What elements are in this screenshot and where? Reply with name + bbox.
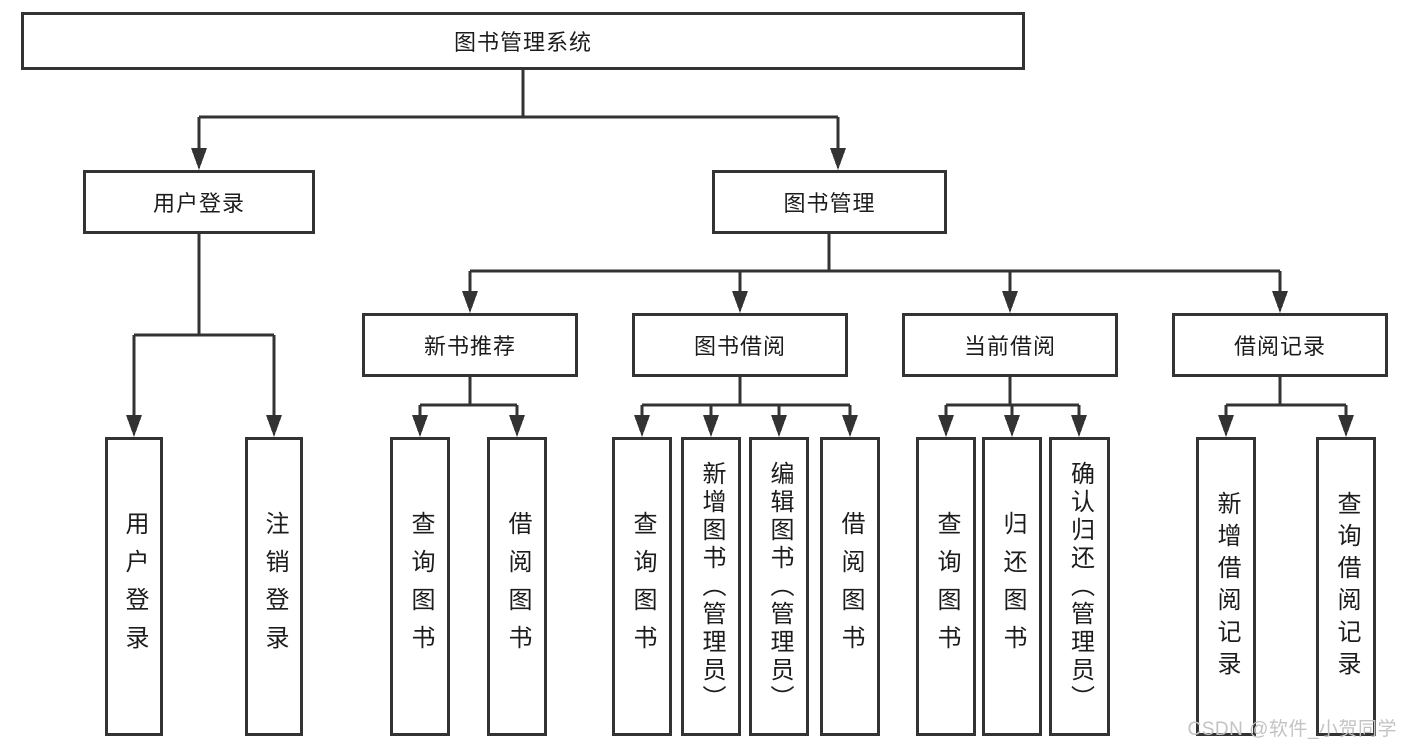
node-label: 图书管理系统	[453, 30, 592, 55]
leaf-edit-book-admin: 编辑图书（管理员）	[749, 437, 809, 736]
leaf-user-login: 用户登录	[105, 437, 163, 736]
leaf-add-book-admin: 新增图书（管理员）	[681, 437, 741, 736]
leaf-query-books-borrowing: 查询图书	[612, 437, 672, 736]
leaf-query-borrow-record: 查询借阅记录	[1316, 437, 1376, 736]
node-label: 借阅记录	[1233, 334, 1326, 359]
leaf-query-books-current: 查询图书	[916, 437, 976, 736]
node-current-borrowing: 当前借阅	[902, 313, 1118, 377]
node-label: 当前借阅	[963, 334, 1056, 359]
node-label: 查询图书	[407, 510, 434, 663]
leaf-confirm-return-admin: 确认归还（管理员）	[1049, 437, 1110, 736]
leaf-borrow-books-borrowing: 借阅图书	[820, 437, 880, 736]
node-label: 确认归还（管理员）	[1066, 460, 1094, 713]
node-label: 借阅图书	[504, 510, 531, 663]
node-label: 新书推荐	[423, 334, 516, 359]
node-borrowing-records: 借阅记录	[1172, 313, 1388, 377]
node-label: 新增图书（管理员）	[698, 460, 725, 713]
leaf-borrow-books-recommend: 借阅图书	[487, 437, 547, 736]
leaf-logout-login: 注销登录	[245, 437, 303, 736]
leaf-query-books-recommend: 查询图书	[390, 437, 450, 736]
node-label: 用户登录	[152, 191, 245, 216]
node-label: 查询借阅记录	[1333, 490, 1360, 683]
leaf-return-books: 归还图书	[982, 437, 1042, 736]
node-label: 新增借阅记录	[1213, 490, 1240, 683]
node-label: 查询图书	[629, 510, 656, 663]
node-library-management-system: 图书管理系统	[21, 12, 1025, 70]
node-label: 用户登录	[121, 510, 148, 663]
node-label: 图书借阅	[693, 334, 786, 359]
leaf-add-borrow-record: 新增借阅记录	[1196, 437, 1256, 736]
node-label: 图书管理	[783, 191, 876, 216]
node-book-management: 图书管理	[712, 170, 947, 234]
node-label: 编辑图书（管理员）	[766, 460, 793, 713]
node-label: 归还图书	[999, 510, 1026, 663]
node-label: 注销登录	[261, 510, 288, 663]
node-book-borrowing: 图书借阅	[632, 313, 848, 377]
node-label: 查询图书	[933, 510, 960, 663]
csdn-watermark: CSDN @软件_小贺同学	[1187, 719, 1397, 740]
node-user-login: 用户登录	[83, 170, 315, 234]
node-new-book-recommend: 新书推荐	[362, 313, 578, 377]
node-label: 借阅图书	[837, 510, 864, 663]
